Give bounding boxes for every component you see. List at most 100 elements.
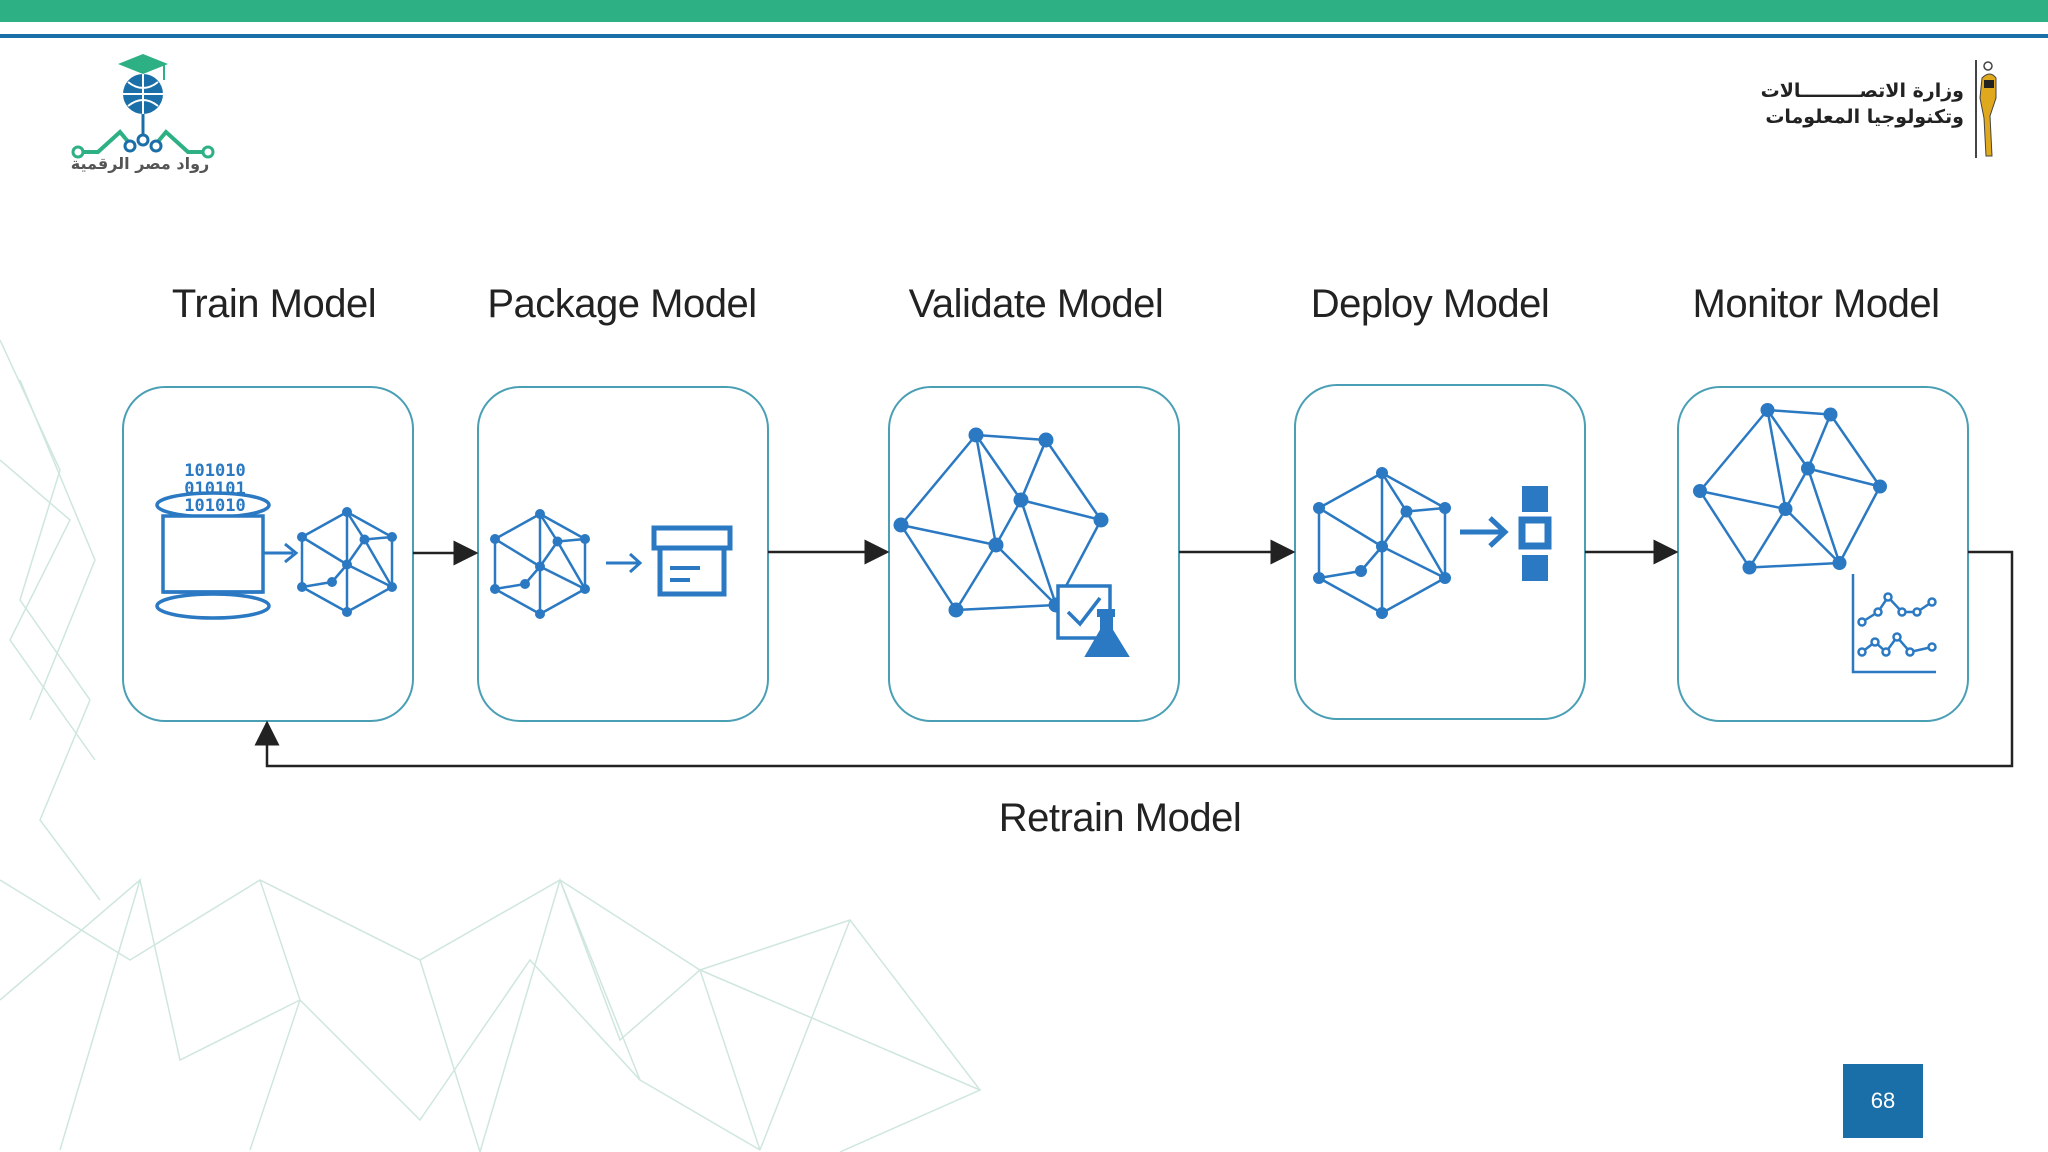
network-node	[297, 532, 307, 542]
network-node	[1801, 461, 1815, 476]
logo-caption: رواد مصر الرقمية	[70, 154, 210, 173]
svg-text:101010: 101010	[184, 461, 245, 481]
network-node	[580, 584, 590, 594]
page-number-badge: 68	[1843, 1064, 1923, 1138]
neural-network-icon	[1693, 403, 1887, 575]
network-edge	[1806, 468, 1841, 564]
network-edge	[494, 537, 541, 568]
network-edge	[301, 585, 348, 614]
network-edge	[974, 434, 998, 546]
network-edge	[1699, 409, 1769, 492]
server-stack-icon	[1518, 486, 1552, 581]
network-edge	[363, 538, 394, 588]
retrain-model-label: Retrain Model	[998, 796, 1242, 840]
network-edge	[1698, 490, 1751, 569]
network-edge	[1019, 439, 1048, 501]
network-edge	[1807, 467, 1881, 488]
network-edge	[1829, 413, 1882, 488]
network-edge	[995, 544, 1057, 606]
network-edge	[539, 512, 586, 541]
network-node	[1313, 572, 1325, 584]
network-node	[387, 582, 397, 592]
network-edge	[1318, 471, 1383, 510]
network-edge	[994, 499, 1023, 546]
network-edge	[1405, 510, 1447, 579]
network-edge	[1767, 408, 1831, 416]
network-edge	[1406, 506, 1446, 513]
network-edge	[301, 580, 333, 589]
retrain-feedback-arrow	[254, 550, 2014, 768]
network-edge	[955, 603, 1057, 612]
network-node	[1313, 502, 1325, 514]
digital-egypt-pioneers-logo	[71, 54, 215, 159]
network-edge	[1838, 485, 1882, 564]
network-edge	[1748, 508, 1787, 569]
neural-network-icon	[893, 427, 1109, 618]
network-node	[1778, 502, 1793, 516]
stage-label-validate: Validate Model	[908, 282, 1164, 326]
network-node	[1376, 540, 1388, 553]
network-node	[988, 537, 1004, 553]
database-icon	[155, 491, 271, 620]
network-edge	[975, 433, 1047, 442]
network-edge	[539, 587, 586, 616]
network-node	[1093, 512, 1109, 528]
package-box-icon	[651, 525, 733, 597]
ministry-name-line-2: وتكنولوجيا المعلومات	[1765, 106, 1964, 128]
stage-box-deploy	[1294, 384, 1586, 720]
network-node	[387, 532, 397, 542]
network-edge	[346, 585, 393, 614]
network-edge	[301, 510, 348, 539]
data-flow-arrow-icon	[263, 542, 299, 564]
network-node	[535, 509, 545, 519]
network-node	[552, 536, 563, 547]
network-edge	[1381, 545, 1446, 580]
network-edge	[346, 510, 393, 539]
network-node	[1038, 432, 1054, 448]
network-edge	[900, 434, 977, 526]
network-node	[520, 579, 530, 589]
stage-label-deploy: Deploy Model	[1310, 282, 1550, 326]
network-node	[342, 507, 352, 517]
deploy-arrow-icon	[1460, 516, 1509, 548]
stage-box-validate	[888, 386, 1180, 722]
network-node	[342, 559, 352, 570]
svg-text:101010: 101010	[184, 496, 245, 516]
network-node	[327, 577, 337, 587]
network-edge	[900, 523, 997, 547]
network-edge	[954, 544, 998, 611]
network-node	[1742, 560, 1757, 575]
network-edge	[538, 540, 559, 568]
network-node	[535, 609, 545, 619]
network-edge	[539, 565, 586, 591]
stage-label-train: Train Model	[171, 282, 377, 326]
network-edge	[1766, 409, 1810, 470]
network-node	[1873, 479, 1887, 494]
network-node	[1760, 403, 1775, 417]
network-edge	[1020, 498, 1102, 522]
network-edge	[1784, 508, 1841, 564]
network-edge	[345, 538, 366, 566]
network-node	[1013, 492, 1029, 508]
network-node	[1693, 484, 1707, 498]
ministry-name-line-1: وزارة الاتصـــــــــالات	[1760, 80, 1964, 102]
network-node	[1376, 467, 1388, 479]
network-edge	[494, 582, 526, 591]
network-node	[490, 534, 500, 544]
network-node	[948, 602, 964, 618]
network-edge	[1044, 439, 1103, 521]
binary-data-icon: 101010 010101 101010	[184, 461, 245, 516]
package-arrow-icon	[606, 552, 643, 574]
network-node	[359, 534, 370, 545]
network-node	[893, 517, 909, 533]
network-edge	[345, 511, 366, 541]
network-node	[1823, 407, 1838, 422]
network-edge	[1380, 472, 1408, 513]
network-edge	[1318, 569, 1362, 580]
top-divider-line	[0, 34, 2048, 38]
network-edge	[1318, 576, 1383, 615]
network-node	[1832, 556, 1847, 570]
neural-network-icon	[297, 507, 397, 617]
network-edge	[1380, 510, 1408, 548]
